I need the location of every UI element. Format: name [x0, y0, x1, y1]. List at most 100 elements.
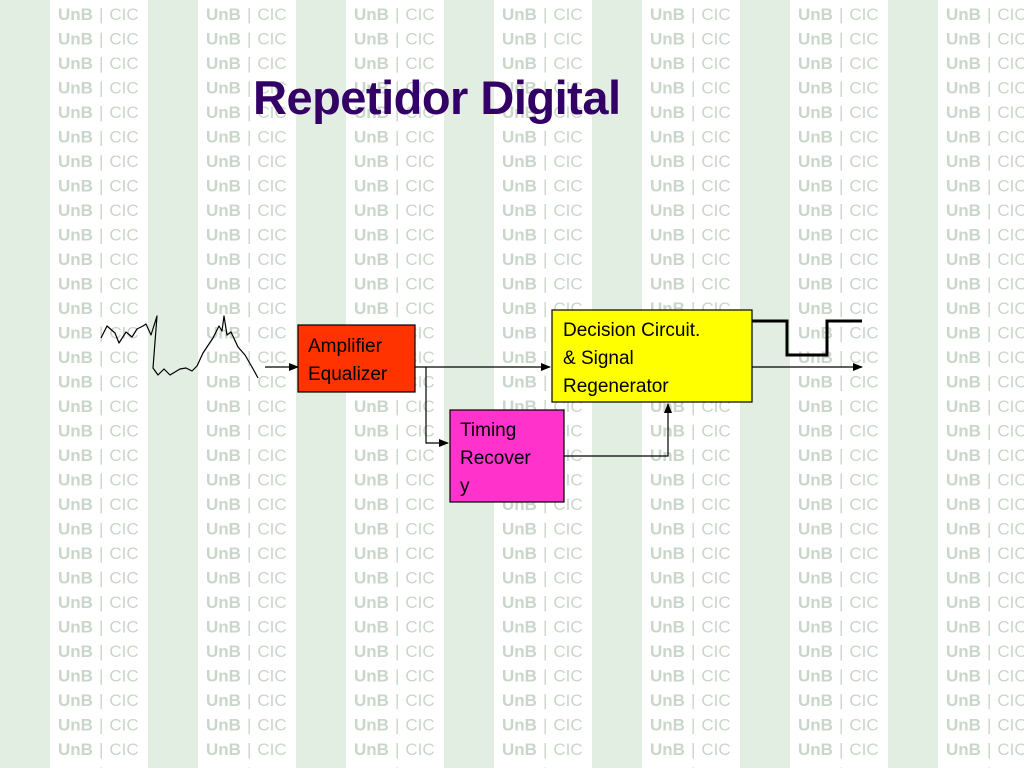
watermark-text: UnB|CIC: [798, 324, 879, 343]
watermark-text: UnB|CIC: [206, 226, 287, 245]
watermark-text: UnB|CIC: [798, 30, 879, 49]
watermark-text: UnB|CIC: [354, 471, 435, 490]
watermark-text: UnB|CIC: [354, 226, 435, 245]
slide-title: Repetidor Digital: [253, 71, 621, 124]
watermark-text: UnB|CIC: [650, 201, 731, 220]
watermark-text: UnB|CIC: [502, 250, 583, 269]
watermark-text: UnB|CIC: [354, 30, 435, 49]
watermark-text: UnB|CIC: [798, 569, 879, 588]
watermark-text: UnB|CIC: [502, 54, 583, 73]
watermark-text: UnB|CIC: [206, 201, 287, 220]
watermark-text: UnB|CIC: [502, 716, 583, 735]
watermark-text: UnB|CIC: [58, 765, 139, 768]
watermark-text: UnB|CIC: [946, 201, 1024, 220]
watermark-text: UnB|CIC: [502, 275, 583, 294]
watermark-text: UnB|CIC: [58, 740, 139, 759]
watermark-text: UnB|CIC: [354, 569, 435, 588]
watermark-text: UnB|CIC: [650, 30, 731, 49]
watermark-text: UnB|CIC: [946, 520, 1024, 539]
watermark-text: UnB|CIC: [946, 691, 1024, 710]
watermark-text: UnB|CIC: [502, 642, 583, 661]
watermark-text: UnB|CIC: [650, 667, 731, 686]
watermark-text: UnB|CIC: [206, 716, 287, 735]
watermark-text: UnB|CIC: [946, 422, 1024, 441]
watermark-text: UnB|CIC: [206, 30, 287, 49]
watermark-text: UnB|CIC: [206, 250, 287, 269]
watermark-text: UnB|CIC: [58, 275, 139, 294]
watermark-text: UnB|CIC: [502, 79, 583, 98]
watermark-text: UnB|CIC: [798, 716, 879, 735]
watermark-text: UnB|CIC: [58, 520, 139, 539]
watermark-text: UnB|CIC: [58, 348, 139, 367]
watermark-text: UnB|CIC: [946, 544, 1024, 563]
watermark-text: UnB|CIC: [354, 618, 435, 637]
timing-recovery-box: [449, 409, 565, 503]
watermark-text: UnB|CIC: [58, 544, 139, 563]
timing-label-line-3: y: [460, 476, 470, 497]
watermark-text: UnB|CIC: [798, 691, 879, 710]
watermark-text: UnB|CIC: [58, 299, 139, 318]
watermark-text: UnB|CIC: [58, 152, 139, 171]
svg-text:Timing Recover y: Timing Recover y: [460, 420, 536, 497]
watermark-text: UnB|CIC: [58, 642, 139, 661]
watermark-text: UnB|CIC: [206, 495, 287, 514]
watermark-text: UnB|CIC: [206, 348, 287, 367]
watermark-text: UnB|CIC: [650, 226, 731, 245]
watermark-text: UnB|CIC: [798, 618, 879, 637]
watermark-text: UnB|CIC: [650, 691, 731, 710]
watermark-text: UnB|CIC: [206, 103, 287, 122]
watermark-text: UnB|CIC: [650, 765, 731, 768]
watermark-text: UnB|CIC: [206, 520, 287, 539]
watermark-text: UnB|CIC: [946, 446, 1024, 465]
watermark-text: UnB|CIC: [798, 593, 879, 612]
watermark-text: UnB|CIC: [502, 618, 583, 637]
watermark-text: UnB|CIC: [798, 348, 879, 367]
watermark-text: UnB|CIC: [58, 422, 139, 441]
watermark-text: UnB|CIC: [946, 275, 1024, 294]
watermark-text: UnB|CIC: [798, 397, 879, 416]
watermark-text: UnB|CIC: [798, 422, 879, 441]
amplifier-equalizer-box: [297, 324, 416, 393]
watermark-text: UnB|CIC: [946, 103, 1024, 122]
watermark-text: UnB|CIC: [206, 642, 287, 661]
watermark-text: UnB|CIC: [206, 152, 287, 171]
watermark-stripe: [888, 0, 938, 768]
watermark-text: UnB|CIC: [798, 152, 879, 171]
watermark-text: UnB|CIC: [354, 5, 435, 24]
watermark-text: UnB|CIC: [206, 5, 287, 24]
watermark-text: UnB|CIC: [946, 299, 1024, 318]
timing-recovery-block: Timing Recover y: [449, 409, 565, 503]
watermark-text: UnB|CIC: [946, 30, 1024, 49]
watermark-text: UnB|CIC: [502, 103, 583, 122]
watermark-text: UnB|CIC: [798, 128, 879, 147]
watermark-text: UnB|CIC: [946, 177, 1024, 196]
watermark-text: UnB|CIC: [58, 250, 139, 269]
watermark-text: UnB|CIC: [798, 226, 879, 245]
watermark-text: UnB|CIC: [502, 593, 583, 612]
watermark-stripe: [444, 0, 494, 768]
watermark-text: UnB|CIC: [58, 373, 139, 392]
watermark-text: UnB|CIC: [58, 30, 139, 49]
watermark-text: UnB|CIC: [946, 667, 1024, 686]
watermark-text: UnB|CIC: [502, 544, 583, 563]
watermark-text: UnB|CIC: [58, 667, 139, 686]
watermark-text: UnB|CIC: [58, 716, 139, 735]
watermark-text: UnB|CIC: [798, 201, 879, 220]
watermark-text: UnB|CIC: [650, 54, 731, 73]
watermark-text: UnB|CIC: [502, 128, 583, 147]
watermark-text: UnB|CIC: [206, 765, 287, 768]
watermark-text: UnB|CIC: [650, 569, 731, 588]
watermark-text: UnB|CIC: [58, 79, 139, 98]
watermark-text: UnB|CIC: [650, 593, 731, 612]
watermark-text: UnB|CIC: [354, 275, 435, 294]
watermark-text: UnB|CIC: [206, 324, 287, 343]
watermark-text: UnB|CIC: [946, 471, 1024, 490]
watermark-text: UnB|CIC: [946, 642, 1024, 661]
watermark-text: UnB|CIC: [798, 54, 879, 73]
watermark-text: UnB|CIC: [946, 593, 1024, 612]
watermark-text: UnB|CIC: [650, 520, 731, 539]
watermark-text: UnB|CIC: [946, 495, 1024, 514]
watermark-text: UnB|CIC: [946, 250, 1024, 269]
watermark-text: UnB|CIC: [354, 691, 435, 710]
watermark-text: UnB|CIC: [58, 201, 139, 220]
